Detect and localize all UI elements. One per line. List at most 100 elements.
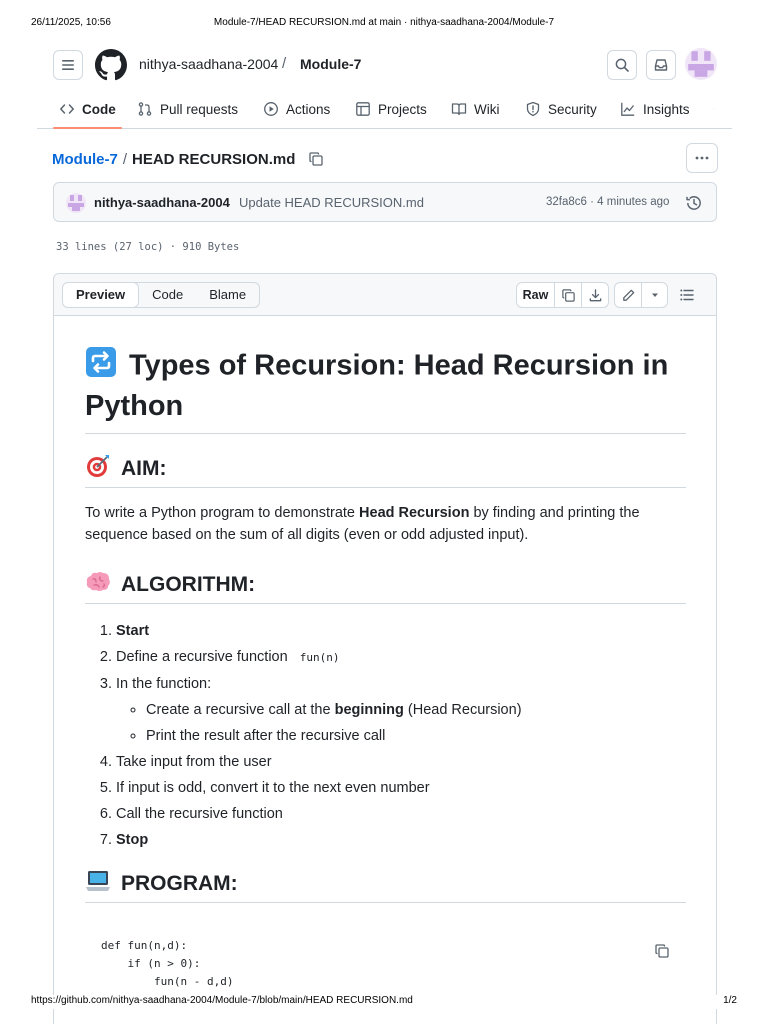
copy-raw-button[interactable] [555,283,582,307]
copy-icon [309,152,324,166]
github-logo-icon[interactable] [95,49,127,81]
list-unordered-icon [680,289,694,301]
tab-actions-label: Actions [286,101,331,117]
inbox-button[interactable] [646,50,676,80]
search-icon [615,58,629,72]
commit-meta[interactable]: 32fa8c6 · 4 minutes ago [546,196,670,208]
print-header: 26/11/2025, 10:56 Module-7/HEAD RECURSIO… [0,17,768,31]
laptop-emoji-icon [85,869,111,899]
print-date: 26/11/2025, 10:56 [31,17,111,28]
repo-owner-link[interactable]: nithya-saadhana-2004 [139,56,279,72]
global-header: nithya-saadhana-2004 / Module-7 [53,45,717,83]
list-item: Start [116,618,686,644]
gear-icon [713,108,714,110]
hamburger-icon [62,60,74,70]
code-content[interactable]: def fun(n,d): if (n > 0): fun(n - d,d) [101,939,234,988]
algorithm-heading-text: ALGORITHM: [121,572,256,596]
tab-insights[interactable]: Insights [620,99,690,119]
breadcrumb-file-name: HEAD RECURSION.md [132,150,296,168]
blame-tab[interactable]: Blame [209,287,247,302]
print-url: https://github.com/nithya-saadhana-2004/… [31,995,413,1006]
raw-button[interactable]: Raw [517,283,555,307]
play-icon [264,102,278,116]
tab-wiki[interactable]: Wiki [451,99,500,119]
step-3a-bold: beginning [334,702,404,718]
download-raw-button[interactable] [582,283,608,307]
list-item: Create a recursive call at the beginning… [146,697,686,723]
commit-author-avatar[interactable] [66,193,86,213]
download-icon [589,288,601,301]
sub-steps: Create a recursive call at the beginning… [116,697,686,749]
table-icon [356,102,370,116]
target-emoji-icon [85,453,111,485]
aim-heading: AIM: [85,453,686,488]
more-options-button[interactable] [686,143,718,173]
tab-overflow[interactable] [713,99,721,119]
triangle-down-icon [651,293,658,297]
tab-security[interactable]: Security [525,99,597,119]
aim-text-bold: Head Recursion [359,505,470,521]
tab-pull-requests[interactable]: Pull requests [137,99,238,119]
repo-name-link[interactable]: Module-7 [300,56,362,72]
step-3a-rest: (Head Recursion) [403,702,522,718]
tab-projects-label: Projects [378,101,427,117]
page-title: Types of Recursion: Head Recursion in Py… [85,346,686,434]
print-page-number: 1/2 [723,995,737,1006]
step-3b: Print the result after the recursive cal… [146,728,386,744]
outline-button[interactable] [679,287,695,308]
copy-code-button[interactable] [654,943,670,964]
step-3: In the function: [116,676,212,692]
edit-file-button[interactable] [615,283,642,307]
code-block: def fun(n,d): if (n > 0): fun(n - d,d) [85,921,686,1011]
step-1: Start [116,623,150,639]
graph-icon [621,102,635,116]
latest-commit-bar: nithya-saadhana-2004 Update HEAD RECURSI… [53,182,717,222]
list-item: In the function: Create a recursive call… [116,671,686,749]
user-avatar[interactable] [685,48,717,80]
tab-pull-requests-label: Pull requests [160,101,239,117]
markdown-body: Types of Recursion: Head Recursion in Py… [85,316,686,1011]
history-icon [686,196,701,210]
tab-projects[interactable]: Projects [355,99,427,119]
aim-text-rest: by finding and printing the sequence bas… [85,505,640,543]
algorithm-heading: ALGORITHM: [85,570,686,604]
list-item: If input is odd, convert it to the next … [116,775,686,801]
code-tab[interactable]: Code [152,287,184,302]
tab-security-label: Security [548,101,597,117]
repo-navigation: Code Pull requests Actions Projects Wiki… [37,93,732,129]
tab-code-label: Code [82,101,116,117]
commit-author-link[interactable]: nithya-saadhana-2004 [94,195,230,210]
file-stats: 33 lines (27 loc) · 910 Bytes [56,241,240,253]
brain-emoji-icon [85,570,111,600]
raw-actions-group: Raw [516,282,609,308]
history-button[interactable] [685,194,703,217]
copy-icon [561,288,575,302]
file-breadcrumb: Module-7 / HEAD RECURSION.md [52,149,324,169]
tab-actions[interactable]: Actions [263,99,330,119]
menu-button[interactable] [53,50,83,80]
inline-code: fun(n) [299,651,340,664]
path-separator: / [282,55,287,72]
page-title-text: Types of Recursion: Head Recursion in Py… [85,349,669,422]
file-toolbar: Preview Code Blame Raw [54,274,716,316]
step-4: Take input from the user [116,754,272,770]
aim-paragraph: To write a Python program to demonstrate… [85,502,686,546]
code-icon [60,104,74,114]
aim-text: To write a Python program to demonstrate [85,505,360,521]
preview-tab[interactable]: Preview [63,283,140,307]
view-mode-switch: Preview Code Blame [62,282,261,308]
inbox-icon [654,59,668,71]
tab-wiki-label: Wiki [474,101,500,117]
git-pull-request-icon [138,102,152,116]
edit-dropdown-button[interactable] [642,283,667,307]
commit-message-link[interactable]: Update HEAD RECURSION.md [239,195,424,210]
list-item: Define a recursive function fun(n) [116,644,686,671]
algorithm-steps: Start Define a recursive function fun(n)… [85,618,686,853]
copy-icon [655,944,669,958]
search-button[interactable] [607,50,637,80]
copy-path-button[interactable] [308,151,324,167]
tab-code[interactable]: Code [53,99,122,129]
step-5: If input is odd, convert it to the next … [116,780,430,796]
breadcrumb-repo-link[interactable]: Module-7 [52,150,118,168]
list-item: Print the result after the recursive cal… [146,723,686,749]
